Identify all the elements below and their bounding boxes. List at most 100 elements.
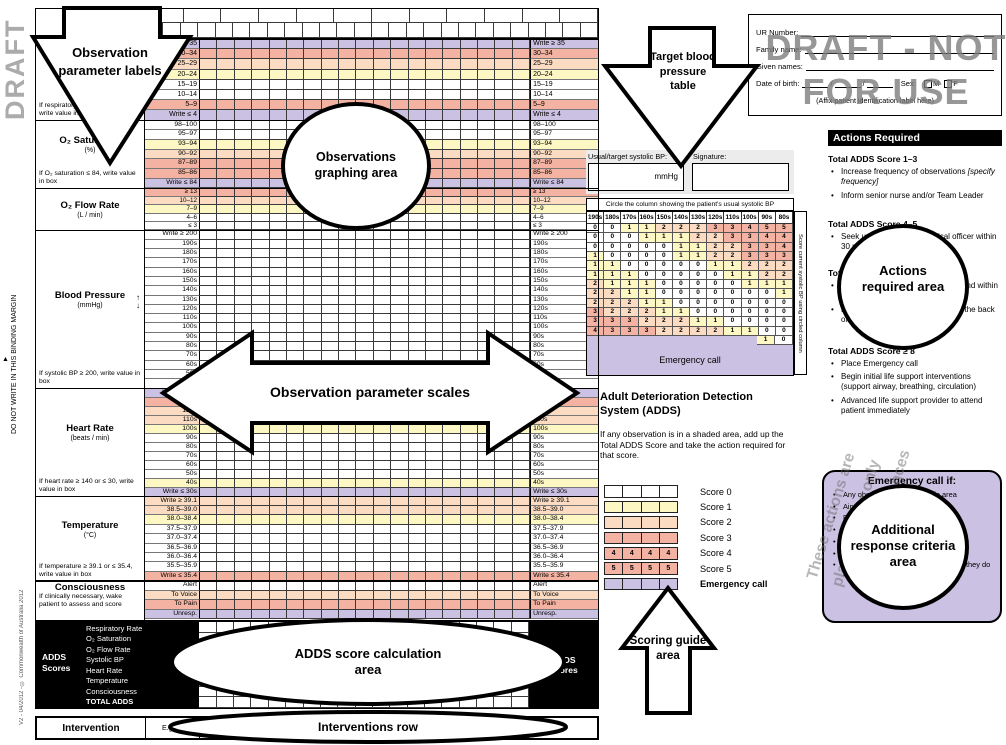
grid-cell[interactable] — [304, 571, 322, 582]
grid-cell[interactable] — [512, 388, 531, 398]
adds-score-cell[interactable] — [338, 622, 356, 633]
grid-cell[interactable] — [408, 276, 426, 287]
grid-cell[interactable] — [234, 222, 253, 231]
grid-cell[interactable] — [373, 230, 392, 240]
grid-cell[interactable] — [321, 205, 339, 214]
grid-cell[interactable] — [252, 397, 270, 407]
grid-cell[interactable] — [460, 276, 478, 287]
grid-cell[interactable] — [356, 110, 374, 121]
grid-cell[interactable] — [200, 332, 218, 343]
grid-cell[interactable] — [373, 478, 392, 488]
grid-cell[interactable] — [512, 100, 531, 111]
grid-cell[interactable] — [217, 205, 235, 214]
grid-cell[interactable] — [269, 159, 287, 170]
grid-cell[interactable] — [408, 524, 426, 535]
grid-cell[interactable] — [391, 159, 409, 170]
grid-cell[interactable] — [321, 590, 339, 601]
grid-cell[interactable] — [425, 39, 444, 50]
grid-cell[interactable] — [304, 397, 322, 407]
grid-cell[interactable] — [339, 332, 357, 343]
time-cell[interactable] — [511, 23, 529, 38]
grid-cell[interactable] — [373, 342, 392, 352]
grid-cell[interactable] — [200, 609, 218, 620]
grid-cell[interactable] — [252, 139, 270, 150]
grid-cell[interactable] — [460, 388, 478, 398]
grid-cell[interactable] — [460, 249, 478, 259]
grid-cell[interactable] — [200, 505, 218, 516]
grid-cell[interactable] — [339, 451, 357, 461]
grid-cell[interactable] — [252, 406, 270, 416]
grid-cell[interactable] — [286, 304, 305, 315]
time-cell[interactable] — [180, 23, 199, 38]
grid-cell[interactable] — [460, 188, 478, 197]
grid-cell[interactable] — [304, 552, 322, 563]
grid-cell[interactable] — [391, 590, 409, 601]
grid-cell[interactable] — [339, 478, 357, 488]
date-cell[interactable] — [447, 9, 486, 23]
grid-cell[interactable] — [356, 442, 374, 452]
grid-cell[interactable] — [425, 149, 444, 160]
grid-cell[interactable] — [425, 89, 444, 101]
grid-cell[interactable] — [286, 205, 305, 214]
grid-cell[interactable] — [408, 505, 426, 516]
grid-cell[interactable] — [512, 222, 531, 231]
grid-cell[interactable] — [391, 609, 409, 620]
grid-cell[interactable] — [304, 110, 322, 121]
grid-cell[interactable] — [286, 249, 305, 259]
adds-score-cell[interactable] — [494, 697, 512, 708]
grid-cell[interactable] — [234, 110, 253, 121]
grid-cell[interactable] — [443, 314, 461, 324]
grid-cell[interactable] — [391, 267, 409, 277]
grid-cell[interactable] — [269, 139, 287, 150]
grid-cell[interactable] — [339, 258, 357, 268]
grid-cell[interactable] — [321, 110, 339, 121]
grid-cell[interactable] — [356, 149, 374, 160]
grid-cell[interactable] — [356, 304, 374, 315]
grid-cell[interactable] — [200, 478, 218, 488]
grid-cell[interactable] — [304, 505, 322, 516]
adds-score-cell[interactable] — [494, 643, 512, 655]
grid-cell[interactable] — [478, 222, 496, 231]
grid-cell[interactable] — [234, 369, 253, 380]
date-cell[interactable] — [409, 9, 448, 23]
grid-cell[interactable] — [443, 460, 461, 470]
grid-cell[interactable] — [304, 49, 322, 60]
grid-cell[interactable] — [443, 59, 461, 70]
grid-cell[interactable] — [321, 515, 339, 525]
grid-cell[interactable] — [200, 196, 218, 206]
grid-cell[interactable] — [495, 304, 513, 315]
grid-cell[interactable] — [339, 469, 357, 479]
grid-cell[interactable] — [408, 369, 426, 380]
time-cell[interactable] — [493, 23, 512, 38]
date-cell[interactable] — [485, 9, 523, 23]
grid-cell[interactable] — [391, 258, 409, 268]
grid-cell[interactable] — [269, 332, 287, 343]
grid-cell[interactable] — [391, 69, 409, 80]
adds-score-cell[interactable] — [442, 643, 460, 655]
grid-cell[interactable] — [252, 230, 270, 240]
grid-cell[interactable] — [478, 188, 496, 197]
adds-score-cell[interactable] — [303, 643, 321, 655]
time-cell[interactable] — [215, 23, 233, 38]
grid-cell[interactable] — [339, 295, 357, 305]
grid-cell[interactable] — [321, 332, 339, 343]
grid-cell[interactable] — [304, 230, 322, 240]
grid-cell[interactable] — [460, 205, 478, 214]
grid-cell[interactable] — [234, 286, 253, 296]
grid-cell[interactable] — [234, 178, 253, 189]
grid-cell[interactable] — [495, 213, 513, 223]
grid-cell[interactable] — [443, 100, 461, 111]
grid-cell[interactable] — [217, 188, 235, 197]
grid-cell[interactable] — [460, 169, 478, 179]
grid-cell[interactable] — [252, 369, 270, 380]
grid-cell[interactable] — [478, 487, 496, 497]
grid-cell[interactable] — [478, 342, 496, 352]
grid-cell[interactable] — [495, 295, 513, 305]
grid-cell[interactable] — [286, 515, 305, 525]
grid-cell[interactable] — [408, 69, 426, 80]
grid-cell[interactable] — [443, 590, 461, 601]
grid-cell[interactable] — [391, 120, 409, 131]
adds-score-cell[interactable] — [234, 697, 252, 708]
grid-cell[interactable] — [425, 276, 444, 287]
grid-cell[interactable] — [269, 351, 287, 361]
